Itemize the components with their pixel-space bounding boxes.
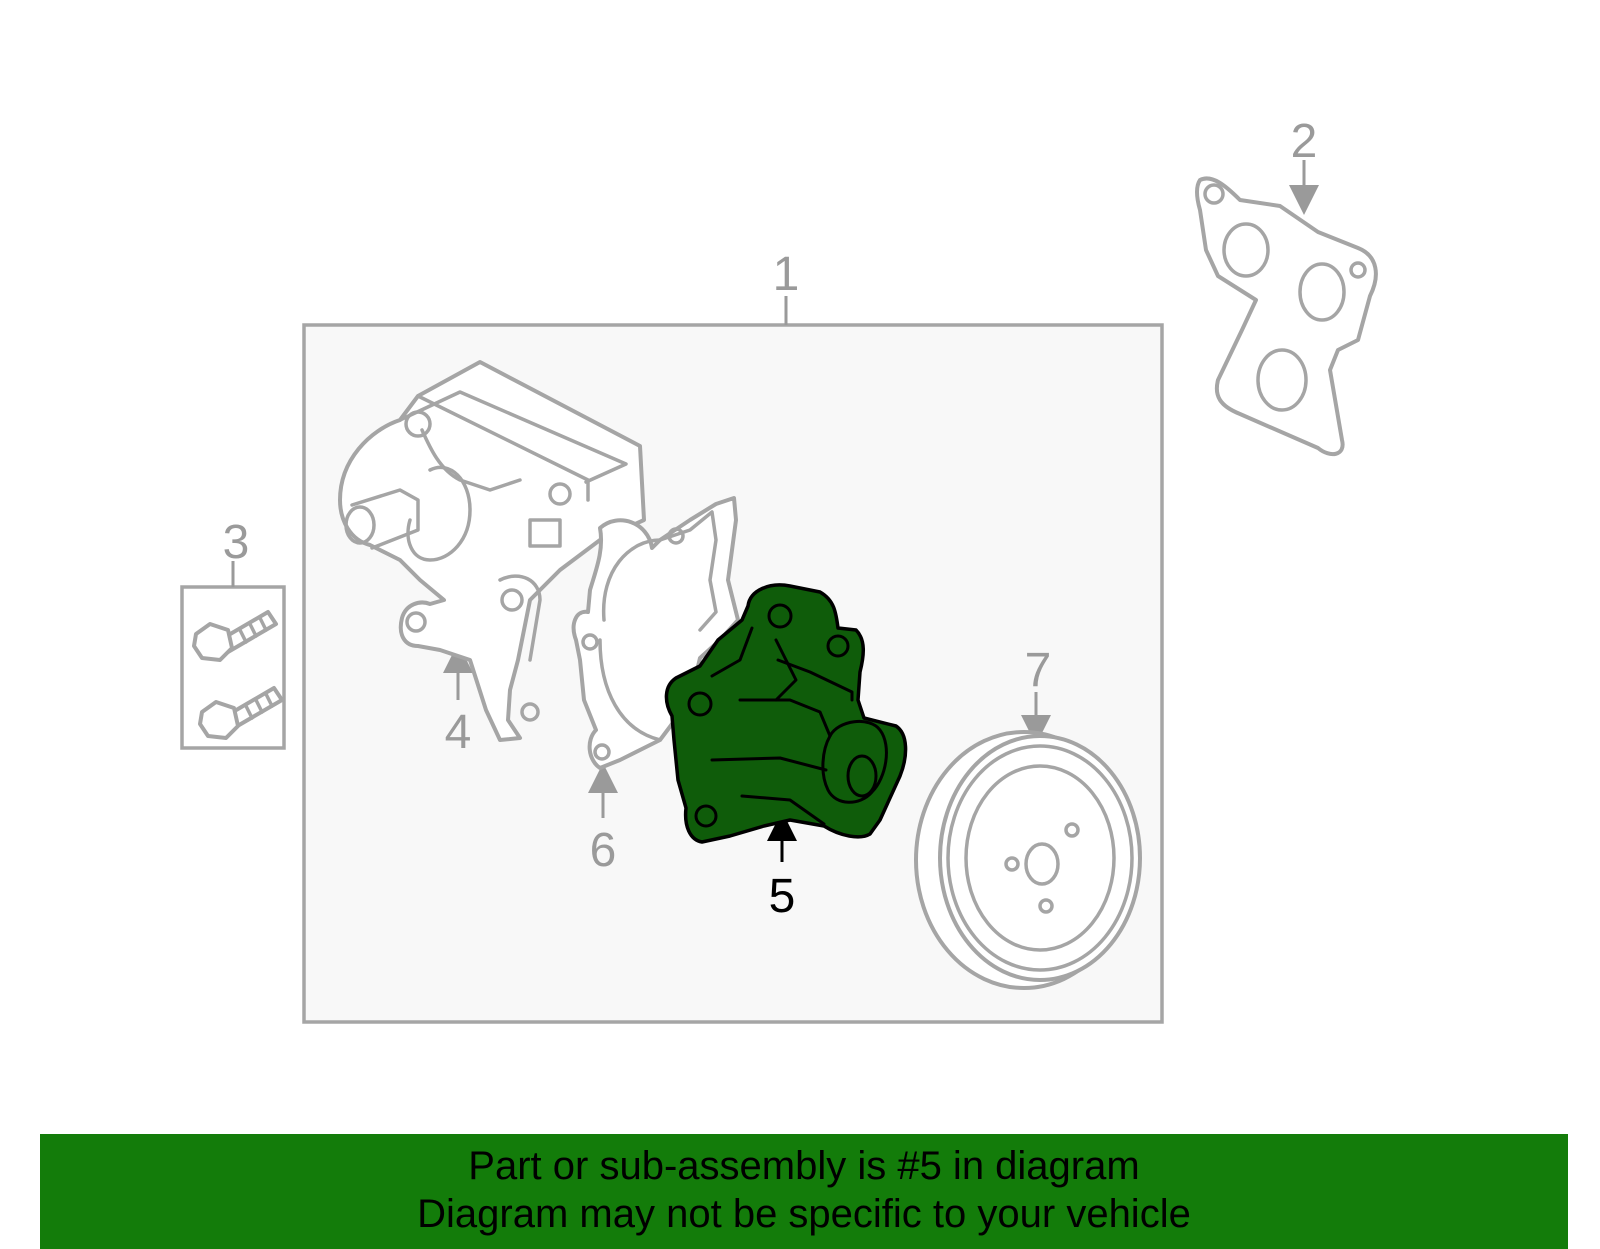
bolts-part-3[interactable] xyxy=(192,610,284,740)
callout-2[interactable]: 2 xyxy=(1291,115,1318,168)
banner-line-2: Diagram may not be specific to your vehi… xyxy=(417,1192,1191,1236)
callout-1[interactable]: 1 xyxy=(773,248,800,301)
water-pump-part-5[interactable] xyxy=(664,583,908,844)
pulley-part-7[interactable] xyxy=(914,730,1142,990)
gasket-part-6[interactable] xyxy=(571,496,740,770)
callout-4[interactable]: 4 xyxy=(445,706,472,759)
info-banner: Part or sub-assembly is #5 in diagram Di… xyxy=(40,1134,1568,1249)
banner-line-1: Part or sub-assembly is #5 in diagram xyxy=(468,1144,1140,1188)
callout-3[interactable]: 3 xyxy=(223,516,250,569)
housing-part-4[interactable] xyxy=(338,360,646,742)
callout-5[interactable]: 5 xyxy=(769,870,796,923)
callout-7[interactable]: 7 xyxy=(1025,644,1052,697)
gasket-part-2[interactable] xyxy=(1195,176,1378,457)
callout-6[interactable]: 6 xyxy=(590,824,617,877)
